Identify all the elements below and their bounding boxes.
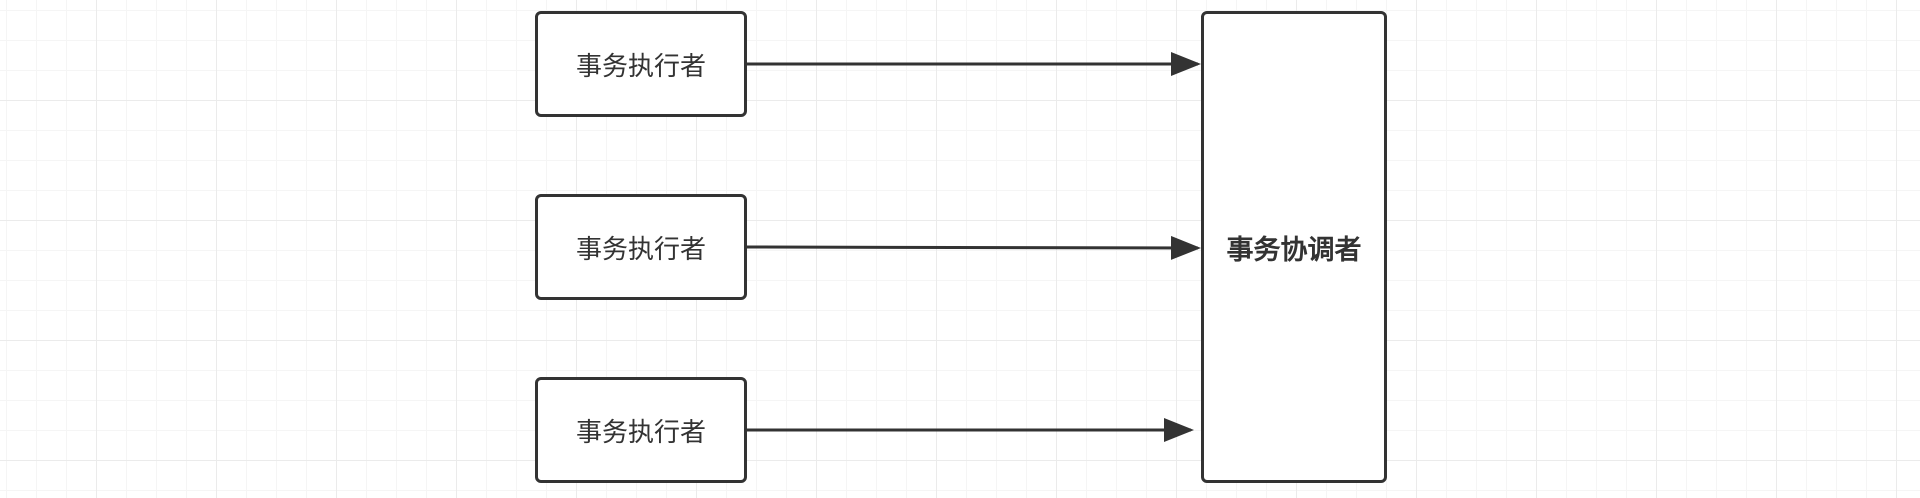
- coordinator-node[interactable]: 事务协调者: [1201, 11, 1387, 483]
- executor-node-2[interactable]: 事务执行者: [535, 194, 747, 300]
- executor-node-1-label: 事务执行者: [575, 51, 706, 82]
- arrow-executor-2-to-coordinator: [746, 235, 1201, 260]
- executor-node-2-label: 事务执行者: [575, 234, 706, 265]
- coordinator-node-label: 事务协调者: [1226, 234, 1362, 266]
- executor-node-1[interactable]: 事务执行者: [535, 11, 747, 117]
- executor-node-3[interactable]: 事务执行者: [535, 377, 747, 483]
- executor-node-3-label: 事务执行者: [575, 417, 706, 448]
